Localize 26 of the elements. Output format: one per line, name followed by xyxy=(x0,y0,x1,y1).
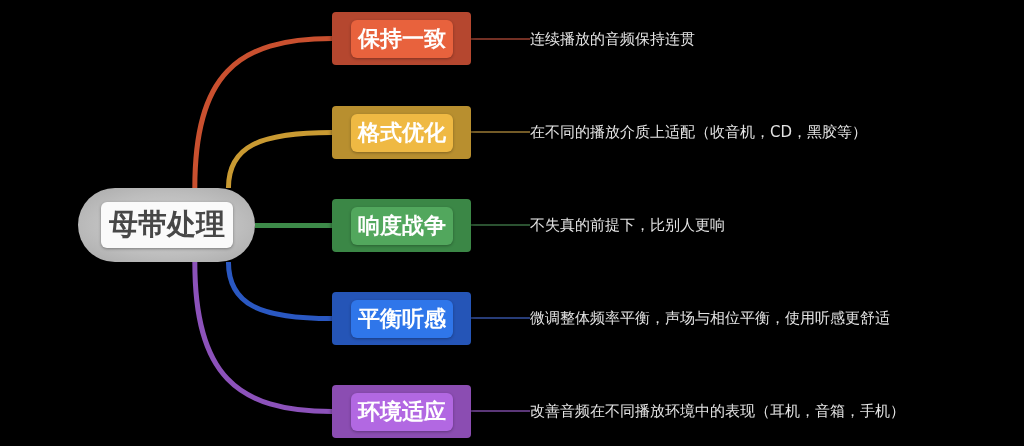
branch-line xyxy=(225,130,333,189)
description-text: 改善音频在不同播放环境中的表现（耳机，音箱，手机） xyxy=(530,400,905,422)
topic-card xyxy=(332,199,471,252)
connector-line xyxy=(470,38,531,40)
connector-line xyxy=(470,317,531,319)
topic-card xyxy=(332,385,471,438)
branch-line xyxy=(192,261,333,414)
connector-line xyxy=(470,410,531,412)
description-text: 连续播放的音频保持连贯 xyxy=(530,28,695,50)
topic-title: 平衡听感 xyxy=(350,299,453,338)
branch-line xyxy=(255,223,332,228)
topic-title: 保持一致 xyxy=(350,19,453,58)
topic-title: 格式优化 xyxy=(350,113,453,152)
connector-line xyxy=(470,131,531,133)
description-text: 在不同的播放介质上适配（收音机，CD，黑胶等） xyxy=(530,121,868,143)
description-text: 不失真的前提下，比别人更响 xyxy=(530,214,725,236)
topic-card xyxy=(332,292,471,345)
description-text: 微调整体频率平衡，声场与相位平衡，使用听感更舒适 xyxy=(530,307,890,329)
topic-card xyxy=(332,106,471,159)
branch-line xyxy=(225,261,333,321)
connector-line xyxy=(470,224,531,226)
topic-title: 响度战争 xyxy=(350,206,453,245)
central-topic-title: 母带处理 xyxy=(100,202,233,248)
topic-title: 环境适应 xyxy=(350,392,453,431)
branch-line xyxy=(192,36,333,189)
topic-card xyxy=(332,12,471,65)
